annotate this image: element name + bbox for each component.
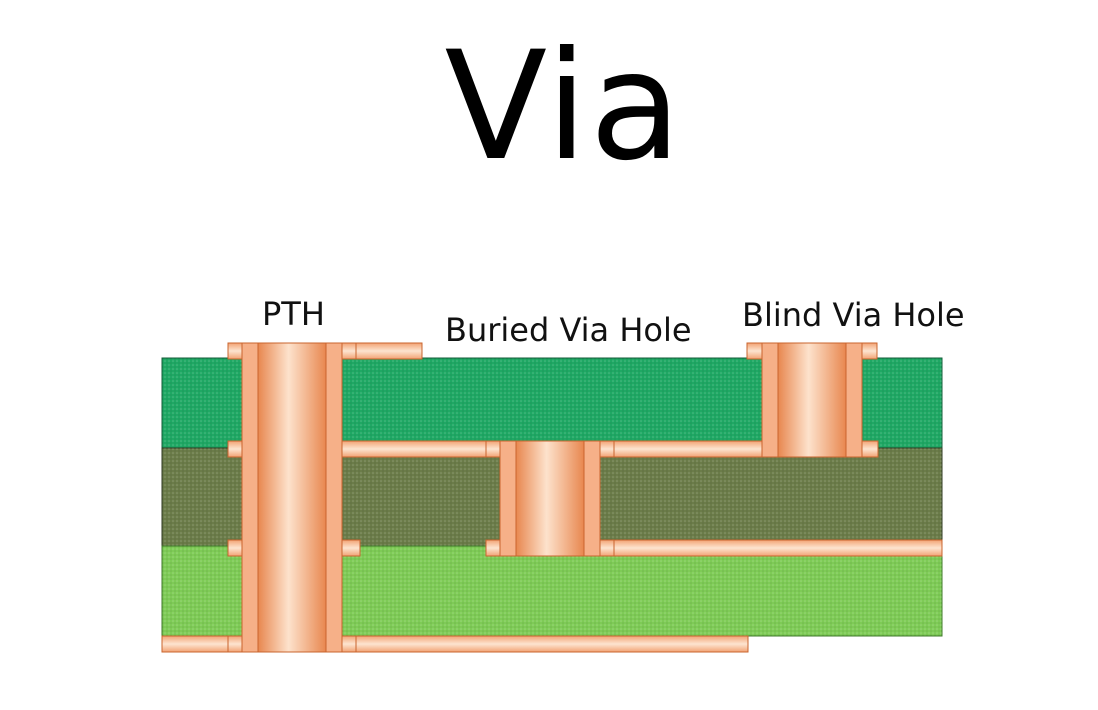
blind-via-label: Blind Via Hole [742, 296, 965, 334]
buried-via-barrel [499, 440, 601, 557]
pth-barrel [241, 342, 343, 653]
diagram-title: Via [444, 20, 684, 194]
blind-via-barrel [761, 342, 863, 458]
buried-via-label: Buried Via Hole [445, 311, 692, 349]
pth-label: PTH [262, 295, 325, 333]
